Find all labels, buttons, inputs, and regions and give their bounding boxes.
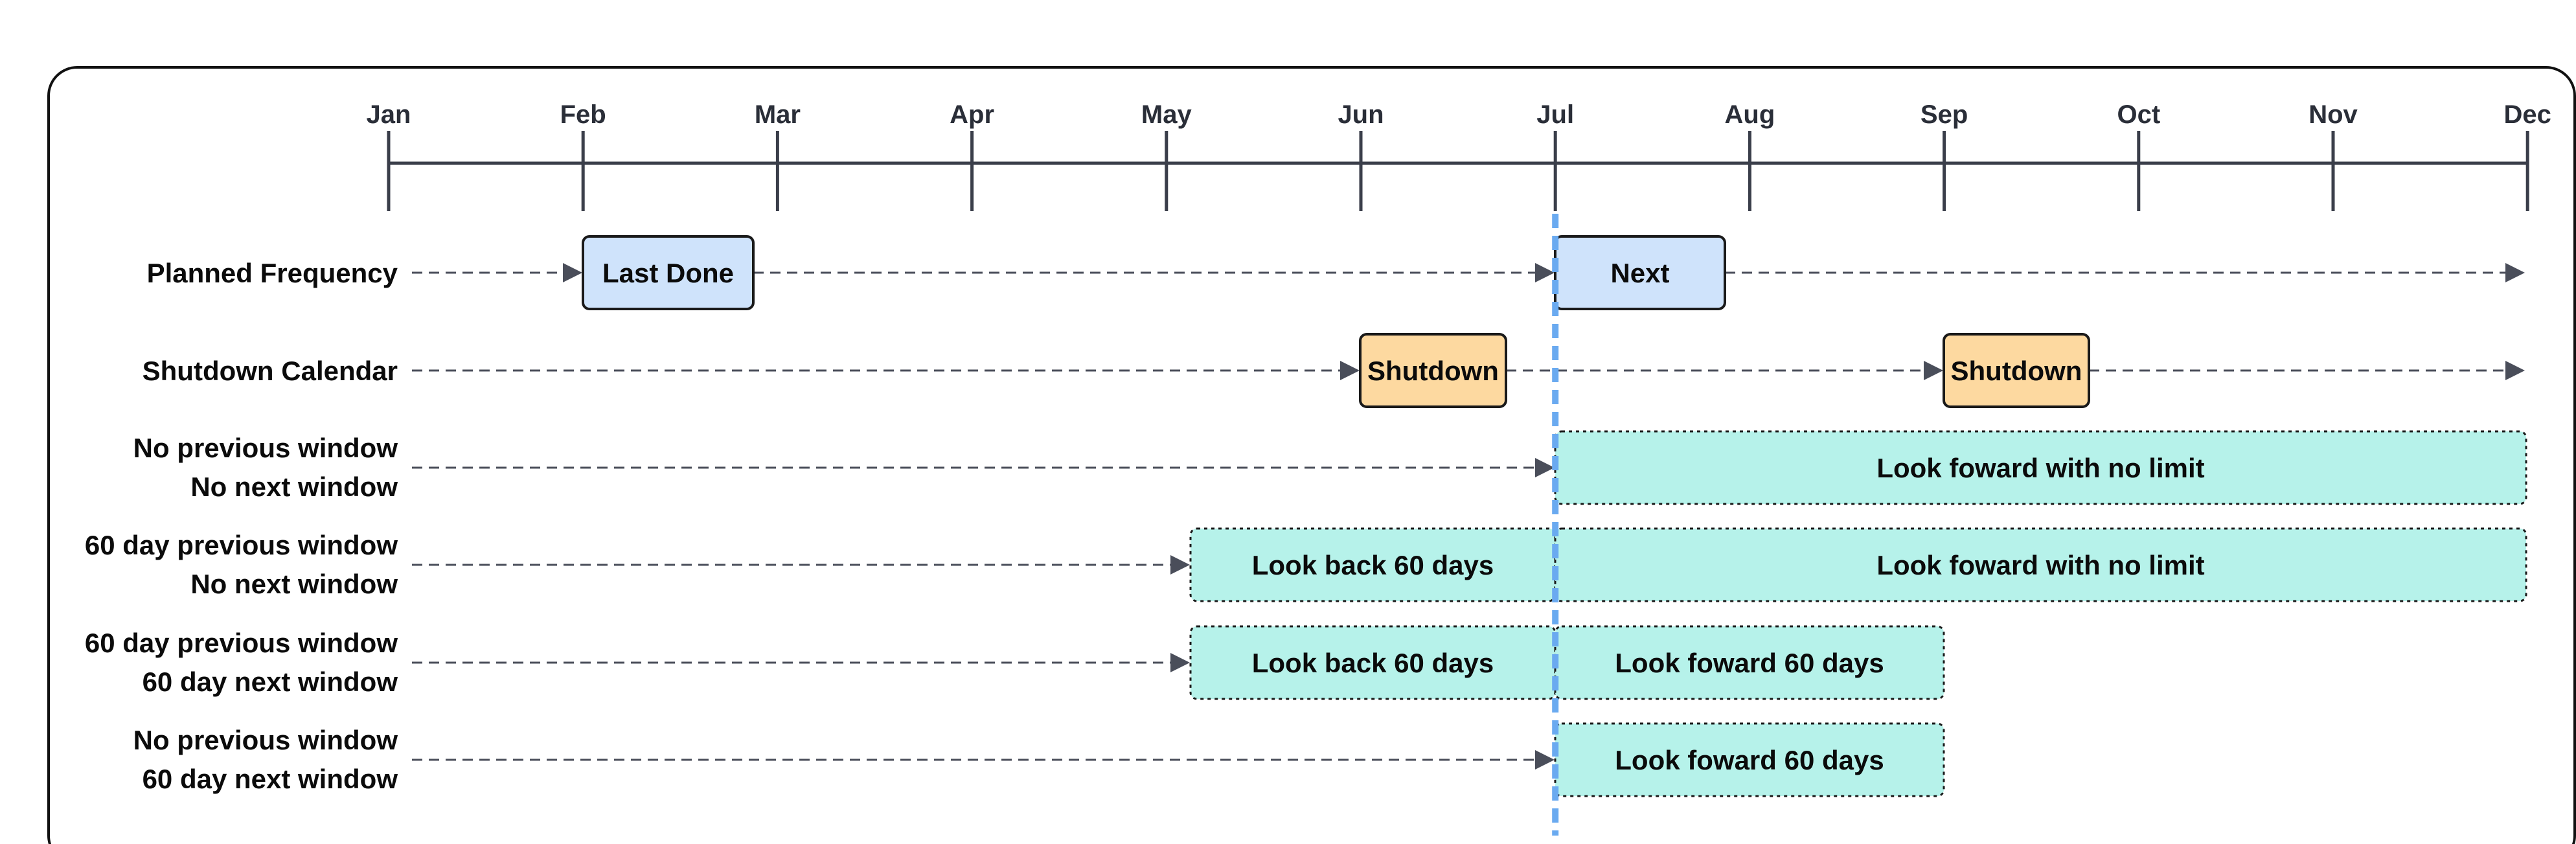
look-back-60-2-label: Look back 60 days xyxy=(1252,648,1494,678)
shutdown-1-label: Shutdown xyxy=(1367,356,1499,386)
month-label-jun: Jun xyxy=(1338,100,1384,129)
next-label: Next xyxy=(1610,258,1669,288)
month-label-jul: Jul xyxy=(1536,100,1574,129)
no-prev-no-next-label-line-2: No next window xyxy=(190,472,398,502)
diagram-frame xyxy=(47,66,2576,844)
shutdown-2-label: Shutdown xyxy=(1951,356,2082,386)
look-forward-no-limit-2-label: Look foward with no limit xyxy=(1876,550,2204,580)
no-prev-next60-label-line-1: No previous window xyxy=(133,725,398,755)
look-forward-no-limit-1-box: Look foward with no limit xyxy=(1554,430,2527,505)
look-forward-60-1-box: Look foward 60 days xyxy=(1554,625,1945,700)
prev60-next60-label-line-1: 60 day previous window xyxy=(85,628,398,658)
next-box: Next xyxy=(1554,235,1726,310)
look-forward-no-limit-1-label: Look foward with no limit xyxy=(1876,453,2204,483)
month-label-apr: Apr xyxy=(950,100,994,129)
month-label-jan: Jan xyxy=(367,100,411,129)
month-label-dec: Dec xyxy=(2504,100,2551,129)
shutdown-1-box: Shutdown xyxy=(1359,333,1507,408)
month-label-aug: Aug xyxy=(1725,100,1775,129)
prev60-no-next-label-line-2: No next window xyxy=(190,569,398,599)
shutdown-2-box: Shutdown xyxy=(1943,333,2090,408)
no-prev-no-next-label-line-1: No previous window xyxy=(133,433,398,463)
shutdown-calendar-label-line-1: Shutdown Calendar xyxy=(142,356,398,386)
prev60-no-next-label-line-1: 60 day previous window xyxy=(85,530,398,560)
last-done-label: Last Done xyxy=(602,258,734,288)
month-label-oct: Oct xyxy=(2117,100,2160,129)
month-label-may: May xyxy=(1141,100,1192,129)
look-back-60-1-box: Look back 60 days xyxy=(1189,527,1556,602)
no-prev-next60-label-line-2: 60 day next window xyxy=(142,764,398,794)
planned-frequency-label-line-1: Planned Frequency xyxy=(147,258,398,288)
look-forward-60-2-box: Look foward 60 days xyxy=(1554,722,1945,797)
look-forward-no-limit-2-box: Look foward with no limit xyxy=(1554,527,2527,602)
look-forward-60-1-label: Look foward 60 days xyxy=(1615,648,1884,678)
last-done-box: Last Done xyxy=(582,235,755,310)
month-label-mar: Mar xyxy=(755,100,801,129)
prev60-next60-label-line-2: 60 day next window xyxy=(142,667,398,697)
look-back-60-1-label: Look back 60 days xyxy=(1252,550,1494,580)
month-label-sep: Sep xyxy=(1921,100,1968,129)
month-label-feb: Feb xyxy=(560,100,606,129)
month-label-nov: Nov xyxy=(2308,100,2358,129)
look-forward-60-2-label: Look foward 60 days xyxy=(1615,745,1884,775)
look-back-60-2-box: Look back 60 days xyxy=(1189,625,1556,700)
